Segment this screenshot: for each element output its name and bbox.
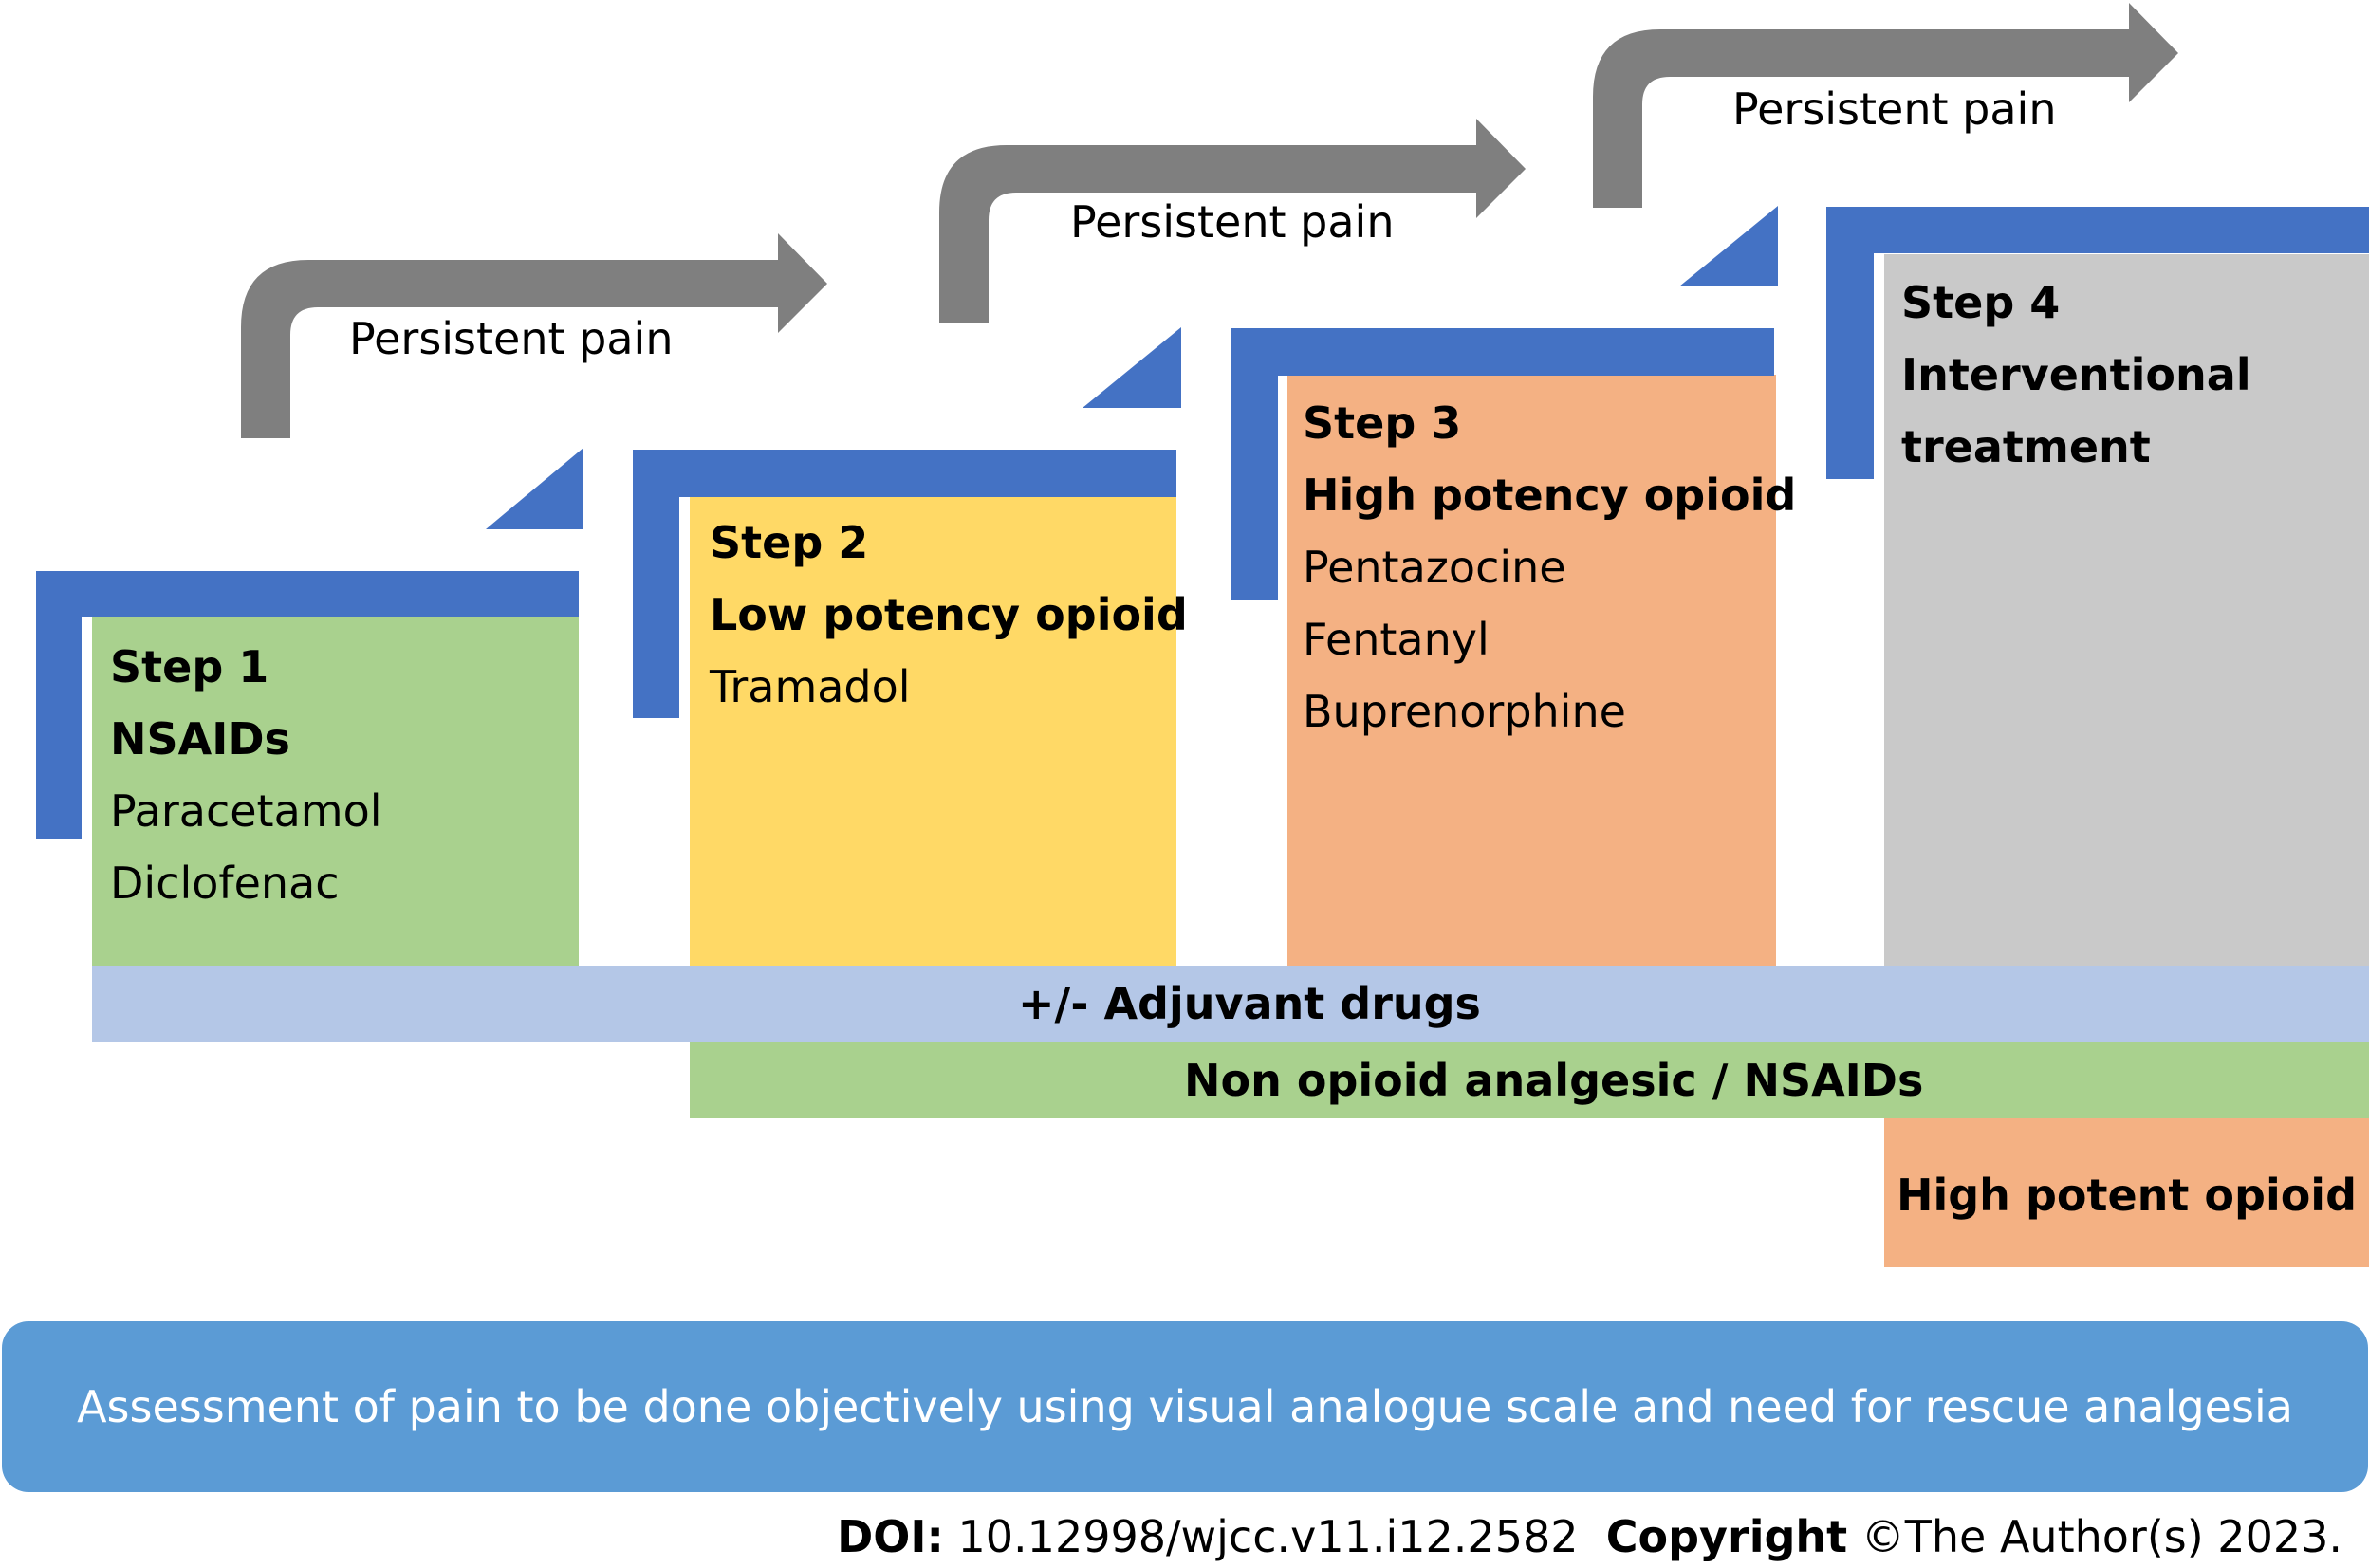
step4-bracket xyxy=(1826,207,2369,479)
step1-box xyxy=(92,615,579,966)
step4-box xyxy=(1884,254,2369,966)
high-potent-band-bg xyxy=(1884,1118,2369,1267)
adjuvant-band-label: +/- Adjuvant drugs xyxy=(1018,978,1481,1029)
persistent-pain-arrow-3 xyxy=(1593,3,2178,208)
step2-box xyxy=(690,495,1176,966)
citation: DOI: 10.12998/wjcc.v11.i12.2582 Copyrigh… xyxy=(837,1511,2342,1562)
step3-drug: Buprenorphine xyxy=(1303,686,1626,737)
step3-drug: Pentazocine xyxy=(1303,542,1566,593)
wedge-2 xyxy=(1083,327,1181,408)
wedge-3 xyxy=(1679,206,1778,286)
copyright-value: ©The Author(s) 2023. xyxy=(1860,1511,2342,1562)
adjuvant-band-bg xyxy=(92,966,2369,1042)
step2-text: Step 2 Low potency opioid Tramadol xyxy=(710,507,1188,723)
step2-subtitle: Low potency opioid xyxy=(710,589,1188,640)
step1-text: Step 1 NSAIDs Paracetamol Diclofenac xyxy=(110,631,382,919)
step2-drug: Tramadol xyxy=(710,661,911,712)
step1-drug: Paracetamol xyxy=(110,785,382,837)
step1-bracket xyxy=(36,571,579,839)
doi-value[interactable]: 10.12998/wjcc.v11.i12.2582 xyxy=(957,1511,1579,1562)
step4-subtitle-line: Interventional xyxy=(1901,349,2251,400)
persistent-pain-label-1: Persistent pain xyxy=(349,313,674,364)
step3-title: Step 3 xyxy=(1303,397,1462,449)
persistent-pain-label-3: Persistent pain xyxy=(1732,83,2057,135)
persistent-pain-arrow-1 xyxy=(241,233,827,438)
doi-label: DOI: xyxy=(837,1511,944,1562)
non-opioid-band-label: Non opioid analgesic / NSAIDs xyxy=(1184,1054,1924,1106)
step1-drug: Diclofenac xyxy=(110,858,340,909)
step4-subtitle-line: treatment xyxy=(1901,421,2151,472)
step2-title: Step 2 xyxy=(710,517,869,568)
non-opioid-band-bg xyxy=(690,1042,2369,1118)
high-potent-band-label: High potent opioid xyxy=(1896,1169,2358,1221)
step3-subtitle: High potency opioid xyxy=(1303,470,1797,521)
persistent-pain-arrow-2 xyxy=(939,119,1526,323)
step3-box xyxy=(1287,375,1776,966)
step3-drug: Fentanyl xyxy=(1303,614,1490,665)
persistent-pain-label-2: Persistent pain xyxy=(1070,196,1395,248)
assessment-banner: Assessment of pain to be done objectivel… xyxy=(2,1321,2368,1492)
step4-text: Step 4 Interventional treatment xyxy=(1901,267,2251,483)
step3-text: Step 3 High potency opioid Pentazocine F… xyxy=(1303,387,1796,747)
step2-bracket xyxy=(633,450,1176,718)
wedge-1 xyxy=(486,448,583,529)
step3-bracket xyxy=(1231,328,1774,600)
step4-title: Step 4 xyxy=(1901,277,2061,328)
step1-title: Step 1 xyxy=(110,641,269,692)
step1-subtitle: NSAIDs xyxy=(110,713,290,765)
copyright-label: Copyright xyxy=(1605,1511,1848,1562)
